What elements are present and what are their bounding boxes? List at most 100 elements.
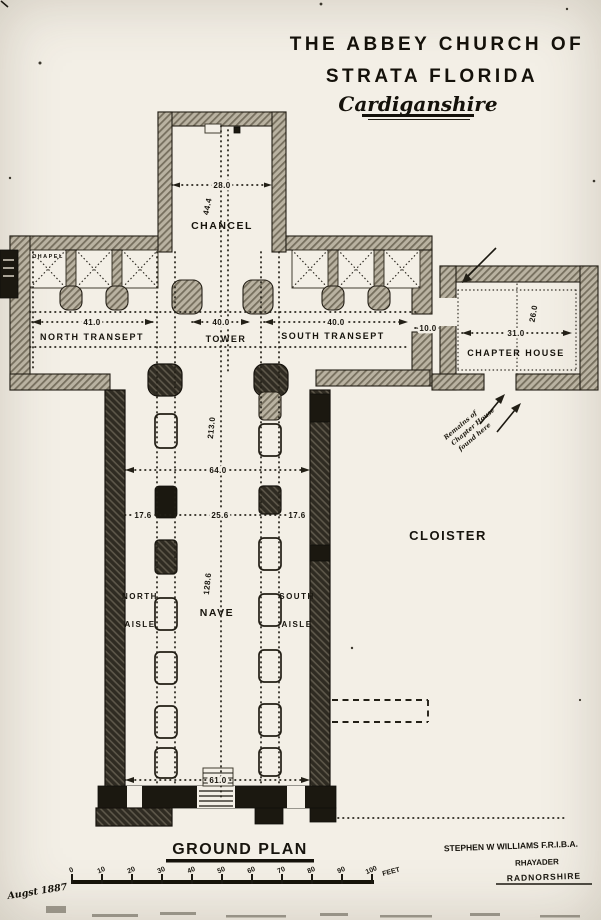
page-edge-artifact [226, 915, 286, 918]
west-buttress-south [309, 807, 337, 823]
label-north-aisle-1: NORTH [122, 592, 158, 601]
pier [258, 391, 282, 421]
scale-tick-label: 40 [187, 866, 197, 875]
scale-bar-ticks [71, 874, 373, 884]
scale-tick-label: 90 [337, 866, 347, 875]
scale-tick-label: 100 [365, 865, 379, 876]
title-underline [362, 114, 474, 117]
west-door-north-aisle [127, 786, 142, 808]
title-line2: STRATA FLORIDA [326, 66, 538, 87]
ground-plan-underline [166, 859, 314, 863]
dim-nave-width: 25.6 [211, 511, 228, 520]
chapter-house-door-gap [439, 298, 457, 326]
wall-nave-south [309, 389, 331, 789]
arrow-head [511, 403, 521, 413]
wall-nave-north [104, 389, 126, 789]
dim-south-transept: 40.0 [327, 318, 344, 327]
dim-west-front: 61.0 [209, 776, 226, 785]
scale-tick-label: 20 [127, 866, 137, 875]
label-south-aisle-1: SOUTH [279, 592, 315, 601]
chapel-divider [111, 249, 123, 289]
page-edge-artifact [46, 906, 66, 913]
wall-chapter-house-south-left [431, 373, 485, 391]
dim-tower: 40.0 [212, 318, 229, 327]
corner-mark [0, 0, 9, 8]
pier [154, 597, 178, 631]
scale-bar: 0 10 20 30 40 50 60 70 80 90 100 FEET [68, 865, 401, 884]
architect-signature: STEPHEN W WILLIAMS F.R.I.B.A. [444, 839, 578, 854]
label-chapter-house: CHAPTER HOUSE [467, 348, 565, 358]
scan-speckle [350, 646, 354, 650]
axis-and-arcade-lines [32, 125, 280, 799]
stair-steps [3, 259, 14, 277]
pier-filled [258, 485, 282, 515]
pier [154, 413, 178, 449]
scan-speckle [592, 179, 596, 183]
west-front [95, 767, 337, 827]
cross-setting-lines [29, 184, 566, 819]
label-south-aisle-2: AISLE [281, 620, 312, 629]
architect-county: RADNORSHIRE [507, 871, 582, 884]
title-line1: THE ABBEY CHURCH OF [290, 34, 585, 55]
arrow-line [465, 247, 497, 279]
page-edge-artifact [320, 913, 348, 916]
wall-transept-east-north [9, 235, 159, 251]
piers [59, 279, 391, 779]
pier [258, 593, 282, 627]
chapter-house-inner-outline [457, 283, 577, 375]
pier [258, 537, 282, 571]
respond-pier [105, 285, 129, 311]
crossing-respond-north [171, 279, 203, 315]
page-edge-artifact [92, 914, 138, 917]
label-chapel: CHAPEL [32, 254, 64, 260]
west-door-south-aisle [287, 786, 305, 808]
pier [258, 423, 282, 457]
dim-nave-length: 128.6 [202, 572, 213, 595]
wall-chancel-east [157, 111, 287, 127]
west-buttress-north [95, 807, 173, 827]
chapel-divider [327, 249, 339, 289]
pier [154, 747, 178, 779]
pier-filled [154, 539, 178, 575]
scale-tick-label: 0 [68, 867, 74, 875]
pier [258, 703, 282, 737]
porch-dashed-outline [332, 699, 429, 723]
arrow-head [462, 273, 472, 283]
wall-transept-east-south [285, 235, 433, 251]
dim-north-transept: 41.0 [83, 318, 100, 327]
dim-north-aisle: 17.6 [134, 511, 151, 520]
date-note: Augst 1887 [6, 882, 69, 903]
scale-tick-label: 70 [277, 866, 287, 875]
dim-passage: 10.0 [419, 324, 436, 333]
respond-pier [321, 285, 345, 311]
west-door-steps [199, 790, 233, 807]
west-buttress-center [254, 807, 284, 825]
page-edge-artifact [540, 915, 580, 918]
crossing-respond-south [242, 279, 274, 315]
wall-south-transept-south [315, 369, 431, 387]
label-cloister: CLOISTER [409, 528, 487, 543]
label-chancel: CHANCEL [191, 220, 253, 232]
wall-chapter-house-east [579, 265, 599, 391]
dim-chapter-width: 31.0 [507, 329, 524, 338]
dim-chancel-width: 28.0 [213, 181, 230, 190]
transept-chapels [29, 249, 421, 289]
pier [258, 747, 282, 777]
tower-pier-southwest [253, 363, 289, 397]
label-north-transept: NORTH TRANSEPT [40, 332, 144, 342]
tower-pier-northwest [147, 363, 183, 397]
label-south-transept: SOUTH TRANSEPT [281, 331, 385, 341]
annotation-arrows [462, 247, 521, 433]
page-edge-artifact [470, 913, 500, 916]
dim-chapter-depth: 26.0 [528, 304, 540, 323]
scan-speckle [319, 2, 323, 6]
label-nave: NAVE [200, 607, 234, 619]
pier [154, 651, 178, 685]
dim-nave-total-width: 64.0 [209, 466, 226, 475]
west-door-main [197, 786, 235, 808]
scale-tick-label: 80 [307, 866, 317, 875]
scan-speckle [578, 698, 582, 702]
scan-speckle [8, 176, 12, 180]
